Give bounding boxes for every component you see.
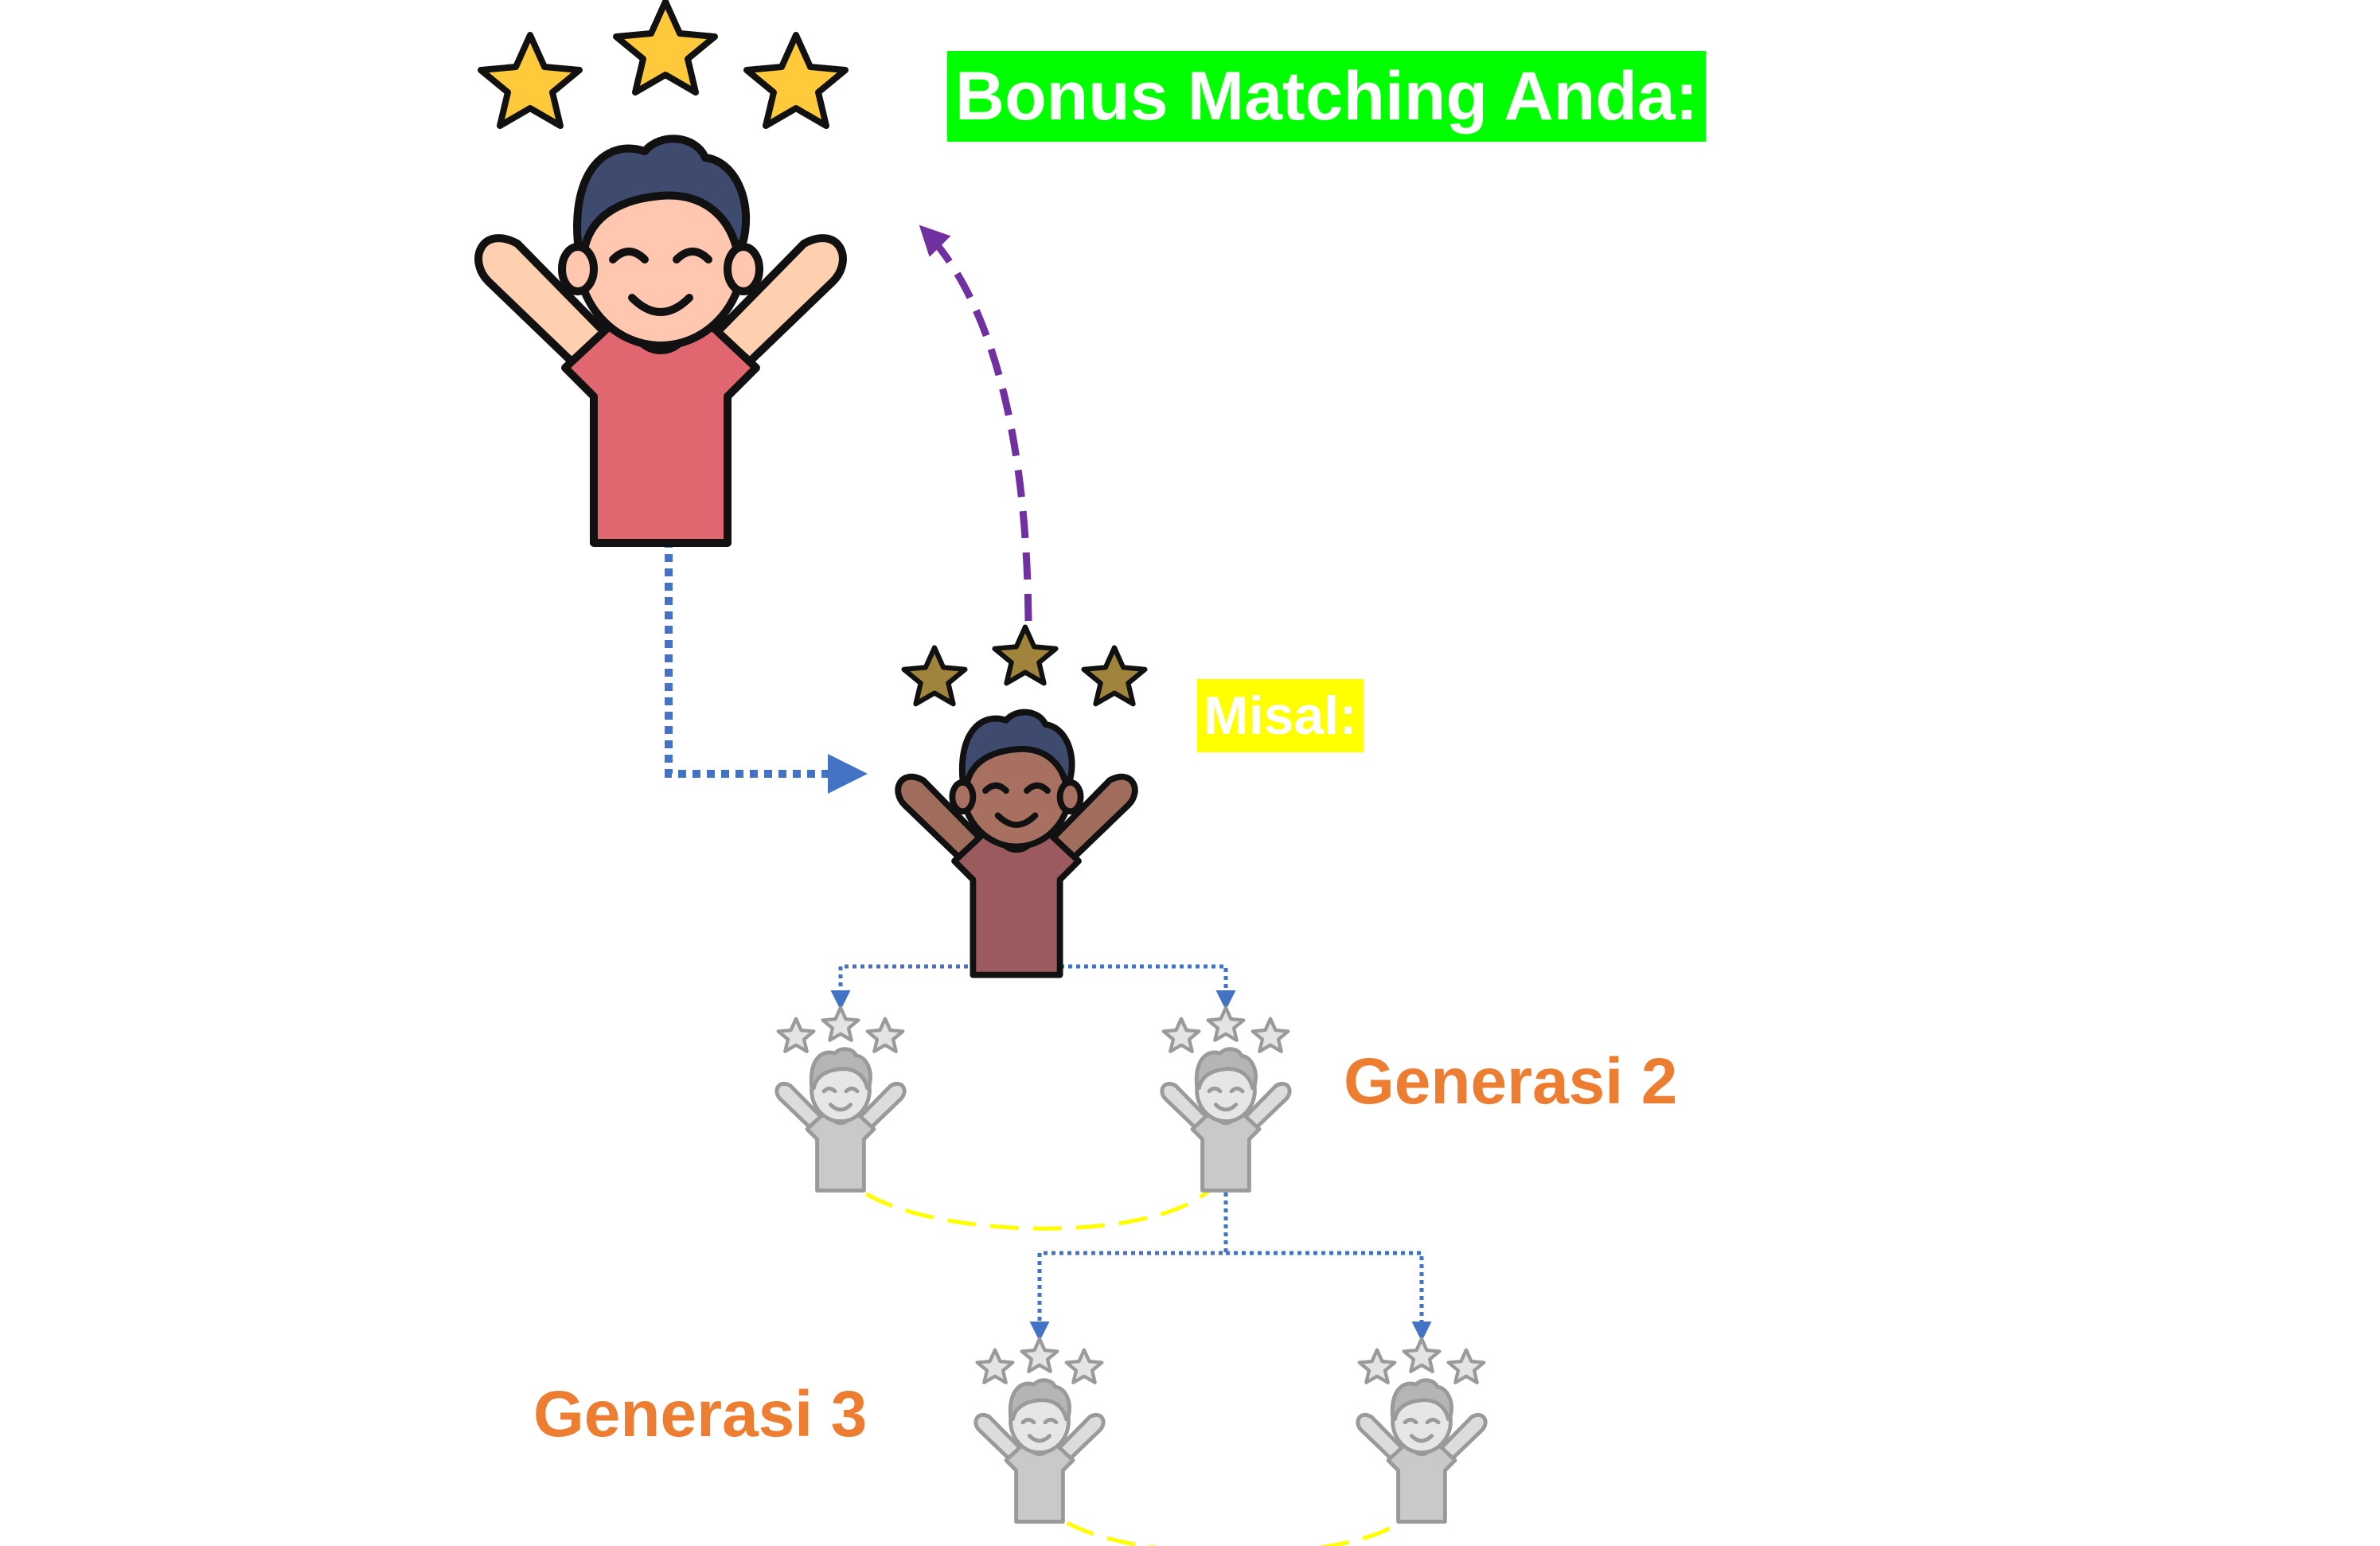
star-icon [1357,1348,1397,1384]
star-icon [992,624,1059,686]
person-cheering-icon [1356,1378,1488,1524]
gen2-left-member [774,1005,907,1193]
star-icon [865,1017,905,1053]
star-icon [1206,1005,1246,1042]
gen3-right-member [1356,1337,1488,1524]
person-cheering-icon [895,709,1138,978]
generation-2-label: Generasi 2 [1344,1045,1678,1118]
example-label: Misal: [1197,679,1364,752]
person-cheering-icon [973,1378,1106,1524]
star-icon [1250,1017,1290,1053]
star-icon [1020,1337,1059,1373]
person-cheering-icon [774,1047,907,1193]
person-cheering-icon [1160,1047,1292,1193]
star-icon [743,32,849,129]
pair-link-gen2 [837,1161,1228,1231]
star-icon [1081,645,1148,707]
star-icon [1402,1337,1442,1373]
star-icon [1446,1348,1486,1384]
connector-gen2-to-gen3-left [1029,1161,1228,1341]
star-icon [975,1348,1015,1384]
top-member-group [474,0,849,547]
generation-3-label: Generasi 3 [533,1378,868,1450]
pair-link-gen3 [1037,1491,1424,1546]
bonus-matching-label: Bonus Matching Anda: [947,51,1707,142]
star-icon [1064,1348,1104,1384]
star-icon [478,32,583,129]
person-cheering-icon [474,135,847,547]
star-icon [901,645,968,707]
gen2-right-member [1160,1005,1292,1193]
connector-middle-to-gen2-right [1028,964,1236,1010]
connector-top-to-middle [665,454,868,794]
gen3-left-member [973,1337,1106,1524]
star-icon [613,0,718,96]
middle-member-group [895,624,1148,978]
star-icon [776,1017,816,1053]
star-icon [821,1005,860,1042]
bonus-return-arrow [919,224,1032,622]
star-icon [1161,1017,1201,1053]
connector-gen2-to-gen3-right [1226,1251,1432,1341]
